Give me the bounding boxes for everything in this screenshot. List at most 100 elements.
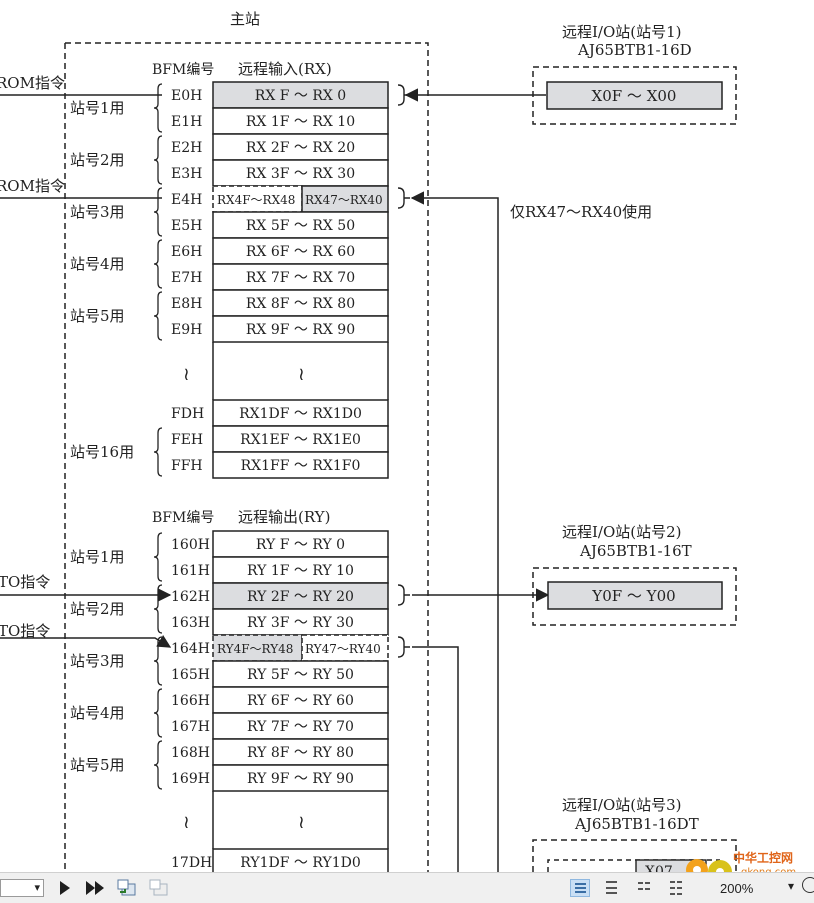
group-brace [153,187,163,237]
station1-model: AJ65BTB1-16D [577,41,692,59]
input-data-tilde: ≀ [298,364,305,385]
memory-cell [212,315,389,343]
output-addr-tilde: ≀ [183,812,190,833]
two-page-view-icon[interactable] [634,879,654,897]
continuous-view-icon[interactable] [602,879,622,897]
memory-cell-text: RX F ～ RX 0 [255,88,346,104]
input-column-header: 远程输入(RX) [238,60,332,78]
memory-cell-text: RX 5F ～ RX 50 [246,218,355,234]
to-instruction-1: TO指令 [0,573,50,591]
memory-cell-text: RY F ～ RY 0 [256,537,345,553]
station1-box [532,66,737,125]
group-brace [153,740,163,790]
bfm-address: E2H [171,140,202,156]
memory-cell-text: RY 2F ～ RY 20 [247,589,354,605]
memory-cell-text: RY 9F ～ RY 90 [247,771,354,787]
memory-cell-text: RX 8F ～ RX 80 [246,296,355,312]
output-data-tilde: ≀ [298,812,305,833]
memory-cell [212,848,389,876]
zoom-out-icon[interactable] [802,877,814,893]
memory-cell-text: RX 2F ～ RX 20 [246,140,355,156]
group-brace [153,83,163,133]
station3-box [532,839,737,872]
memory-cell-text: RY 7F ～ RY 70 [247,719,354,735]
view-back-icon[interactable] [116,878,136,896]
station-group-label: 站号3用 [70,203,125,221]
bfm-address: E3H [171,166,202,182]
bfm-address: 169H [171,771,210,787]
rom-instruction-1: ROM指令 [0,74,65,92]
bfm-address: 165H [171,667,210,683]
station3-model: AJ65BTB1-16DT [574,815,699,833]
e0h-brace [397,84,410,106]
page-select[interactable]: ▾ [0,879,44,897]
bfm-address: 17DH [171,855,212,871]
memory-cell [212,211,389,239]
memory-cell [212,712,389,740]
bfm-address: E6H [171,244,202,260]
group-brace [153,427,163,477]
162h-brace [397,584,410,606]
memory-cell-left [212,185,303,213]
memory-cell-left [212,634,303,662]
memory-cell-text: RY 3F ～ RY 30 [247,615,354,631]
group-brace [153,239,163,289]
station-group-label: 站号5用 [70,307,125,325]
bfm-address: 163H [171,615,210,631]
memory-cell-text: RY 5F ～ RY 50 [247,667,354,683]
to-instruction-2: TO指令 [0,622,50,640]
memory-cell [212,133,389,161]
station-group-label: 站号4用 [70,704,125,722]
station2-range: Y0F ～ Y00 [591,587,675,605]
group-brace [153,291,163,341]
zoom-level[interactable]: 200% [720,881,754,896]
164h-brace [397,636,410,658]
station-group-label: 站号1用 [70,548,125,566]
station2-range-cell [547,581,723,610]
single-page-view-icon[interactable] [570,879,590,897]
memory-cell-right-text: RY47～RY40 [305,642,381,656]
bfm-address: E5H [171,218,202,234]
bfm-address: 160H [171,537,210,553]
bfm-address: 162H [171,589,210,605]
memory-cell-text: RX1DF ～ RX1D0 [239,406,362,422]
memory-cell-right [301,634,389,662]
memory-cell-left-text: RX4F～RX48 [217,193,295,207]
memory-cell [212,530,389,558]
memory-cell-left-text: RY4F～RY48 [217,642,293,656]
memory-cell-text: RX 7F ～ RX 70 [246,270,355,286]
station-group-label: 站号2用 [70,600,125,618]
group-brace [153,135,163,185]
memory-cell [212,81,389,109]
rom-instruction-2: ROM指令 [0,177,65,195]
memory-cell [212,451,389,479]
memory-cell [212,263,389,291]
group-brace [153,584,163,634]
station-group-label: 站号2用 [70,151,125,169]
group-brace [153,532,163,582]
two-page-continuous-icon[interactable] [666,879,686,897]
output-bfm-header: BFM编号 [152,510,214,526]
memory-cell-text: RY 8F ～ RY 80 [247,745,354,761]
input-bfm-header: BFM编号 [152,62,214,78]
zoom-dropdown-icon[interactable]: ▾ [788,879,795,893]
view-forward-icon[interactable] [148,878,168,896]
station-group-label: 站号4用 [70,255,125,273]
memory-cell [212,738,389,766]
bfm-address: 167H [171,719,210,735]
memory-cell-text: RX 6F ～ RX 60 [246,244,355,260]
station1-range-cell [546,81,723,110]
next-page-icon[interactable] [60,881,70,895]
memory-cell-text: RX1FF ～ RX1F0 [241,458,361,474]
master-title: 主站 [230,10,260,28]
memory-cell [212,289,389,317]
station-group-label: 站号3用 [70,652,125,670]
station2-title: 远程I/O站(站号2) [562,523,682,541]
bfm-address: E9H [171,322,202,338]
watermark-line1: 中华工控网 [733,850,793,865]
memory-cell-right [301,185,389,213]
bfm-address: E7H [171,270,202,286]
